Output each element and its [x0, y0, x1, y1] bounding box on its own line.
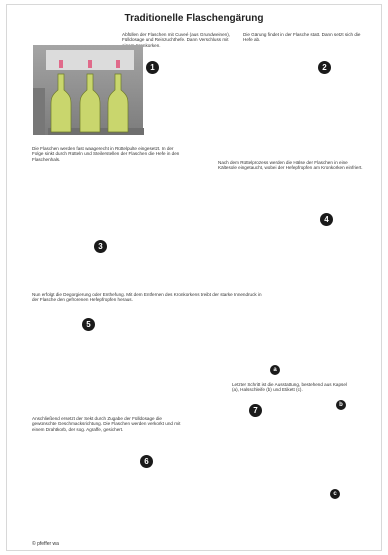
step-number-4: 4	[320, 213, 333, 226]
label-a: a	[270, 365, 280, 375]
step-1-illustration	[33, 45, 144, 135]
step-number-2: 2	[318, 61, 331, 74]
step-number-6: 6	[140, 455, 153, 468]
step-number-1: 1	[146, 61, 159, 74]
step-number-3: 3	[94, 240, 107, 253]
step-number-7: 7	[249, 404, 262, 417]
label-c: c	[330, 489, 340, 499]
step-number-5: 5	[82, 318, 95, 331]
label-b: b	[336, 400, 346, 410]
